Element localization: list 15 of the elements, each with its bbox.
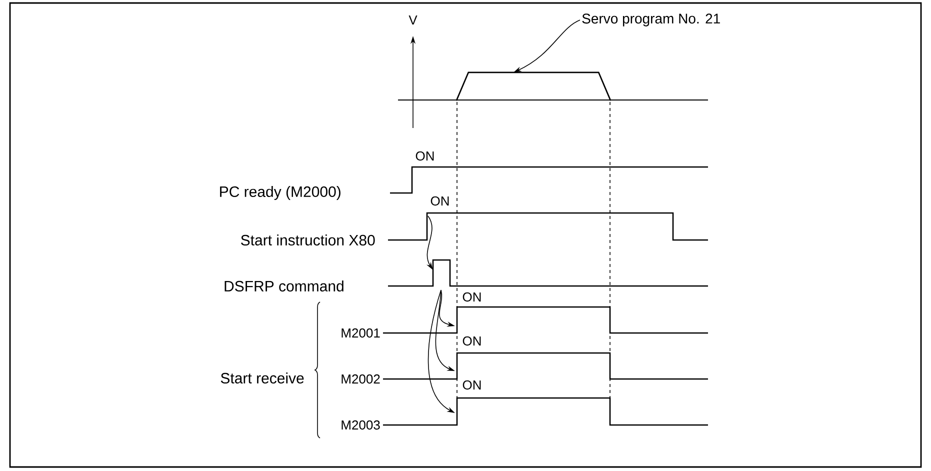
signal-name: M2002 bbox=[340, 373, 382, 385]
state-label: ON bbox=[414, 150, 436, 162]
signal-name: PC ready (M2000) bbox=[218, 185, 342, 201]
callout-text: Servo program No. 21 bbox=[582, 14, 720, 26]
velocity-profile bbox=[456, 72, 612, 101]
state-label: ON bbox=[461, 379, 483, 391]
state-label: ON bbox=[461, 335, 483, 347]
signal-name: M2003 bbox=[340, 419, 382, 431]
state-label: ON bbox=[429, 195, 451, 207]
signal-name: DSFRP command bbox=[222, 280, 346, 292]
signal-name: M2001 bbox=[340, 327, 382, 339]
axis-label: V bbox=[408, 14, 418, 26]
group-label: Start receive bbox=[219, 372, 306, 384]
state-label: ON bbox=[461, 291, 483, 303]
signal-name: Start instruction X80 bbox=[239, 234, 376, 246]
